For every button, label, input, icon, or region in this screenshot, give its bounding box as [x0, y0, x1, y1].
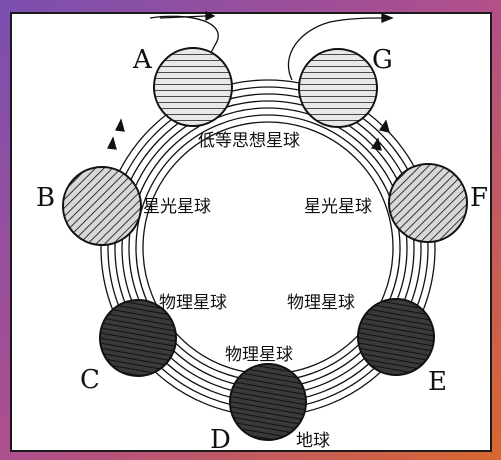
globe-g [299, 49, 377, 127]
earth-label: 地球 [296, 431, 330, 451]
node-letter-a: A [132, 45, 153, 75]
caption-f: 星光星球 [304, 197, 372, 217]
caption-c: 物理星球 [159, 293, 227, 313]
node-letter-b: B [36, 183, 55, 213]
node-letter-f: F [470, 183, 488, 213]
node-letter-g: G [372, 45, 393, 75]
caption-b: 星光星球 [143, 197, 211, 217]
node-letter-e: E [428, 367, 447, 397]
node-letter-c: C [80, 365, 100, 395]
globe-d [230, 364, 306, 440]
node-letter-d: D [210, 425, 231, 455]
globe-b [63, 167, 141, 245]
center-label: 低等思想星球 [198, 131, 300, 151]
globe-e [358, 299, 434, 375]
caption-e: 物理星球 [287, 293, 355, 313]
globe-f [389, 164, 467, 242]
globe-a [154, 48, 232, 126]
caption-d: 物理星球 [225, 345, 293, 365]
